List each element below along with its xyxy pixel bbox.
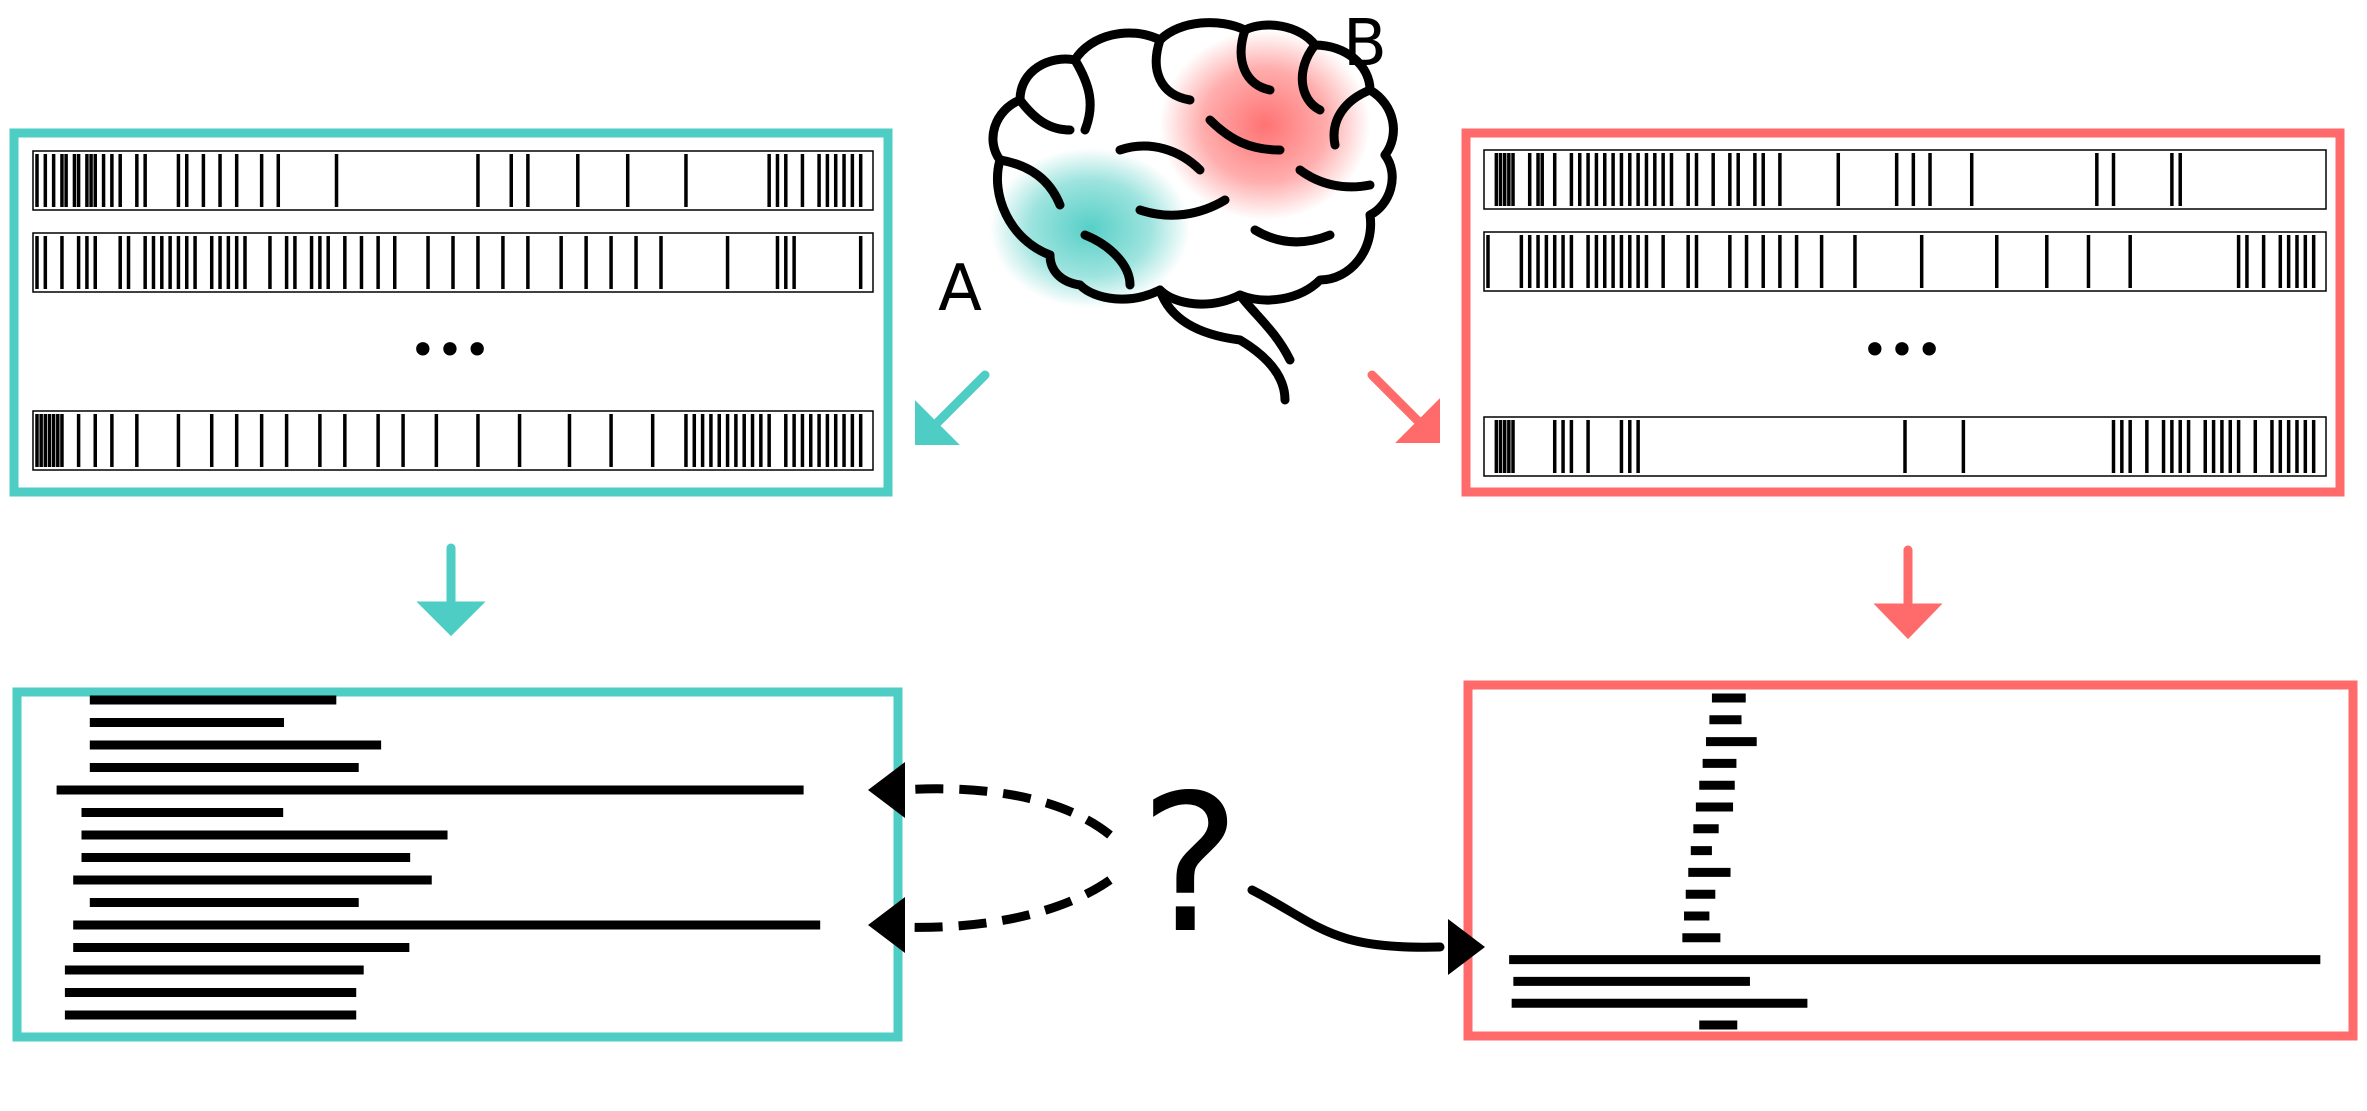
region-b-spike-panel: ••• <box>1461 128 2345 497</box>
region-b-ellipsis: ••• <box>1861 323 1942 377</box>
brain-icon: A B <box>938 7 1398 405</box>
region-a-spike-panel-frame <box>9 128 893 497</box>
region-a-pattern-panel-frame <box>12 687 903 1042</box>
arrow-head-lower-icon <box>868 897 905 953</box>
region-b-highlight <box>1160 30 1370 220</box>
arrow-head-upper-icon <box>868 762 905 818</box>
region-a-pattern-panel <box>12 687 903 1042</box>
region-b-spike-train-1 <box>1483 149 2327 210</box>
region-a-spike-panel: ••• <box>9 128 893 497</box>
arrow-down-left-icon <box>915 370 990 445</box>
region-a-highlight <box>990 148 1190 308</box>
region-b-pattern-panel <box>1463 680 2358 1041</box>
region-b-spike-train-2 <box>1483 231 2327 292</box>
region-a-spike-train-1 <box>32 150 874 211</box>
arrow-down-icon <box>416 543 486 637</box>
arrow-down-icon <box>1873 545 1943 640</box>
region-a-spike-train-3 <box>32 410 874 471</box>
region-b-label: B <box>1343 7 1387 81</box>
region-b-spike-panel-frame <box>1461 128 2345 497</box>
dashed-arrow-upper <box>899 784 1113 839</box>
region-b-pattern-panel-frame <box>1463 680 2358 1041</box>
region-a-label: A <box>938 252 982 326</box>
question-mark-icon: ? <box>1140 754 1241 975</box>
arrow-down-right-icon <box>1367 370 1440 443</box>
arrow-head-b-icon <box>1448 919 1485 975</box>
solid-arrow-to-b <box>1247 885 1445 952</box>
region-a-ellipsis: ••• <box>409 323 490 377</box>
region-b-spike-train-3 <box>1483 416 2327 477</box>
region-a-spike-train-2 <box>32 232 874 293</box>
dashed-arrow-lower <box>899 876 1113 932</box>
